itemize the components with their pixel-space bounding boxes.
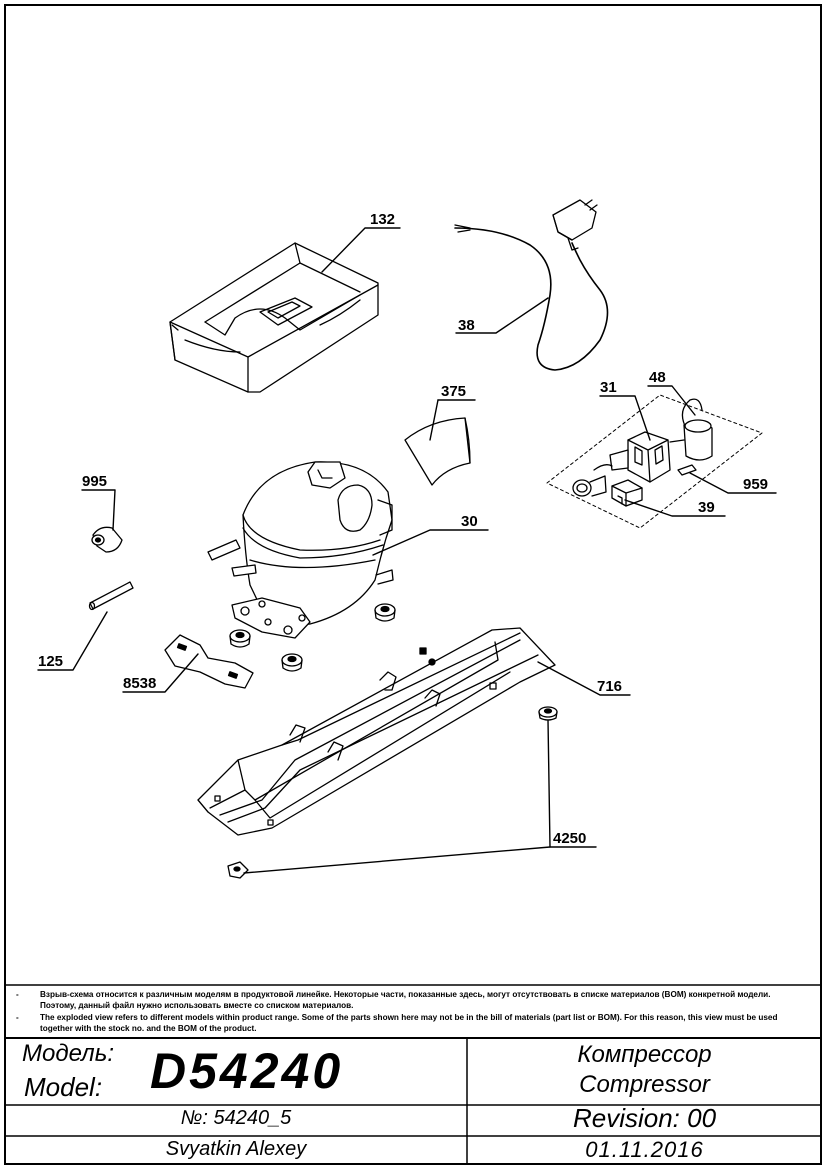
title-en: Compressor [579,1071,710,1098]
title-block-frame [5,984,821,1164]
part-labels: 132 38 375 31 48 959 39 995 30 125 8538 … [38,211,768,847]
label-38: 38 [458,317,475,334]
part-38-power-cord [454,199,609,371]
note-en-text: The exploded view refers to different mo… [40,1013,778,1033]
author: Svyatkin Alexey [165,1138,307,1160]
part-125-rod [88,581,134,611]
label-959: 959 [743,476,768,493]
part-protector [572,475,607,497]
label-48: 48 [649,369,666,386]
note-en-dash: - [16,1013,19,1022]
model-label-en: Model: [24,1072,103,1102]
label-132: 132 [370,211,395,228]
label-125: 125 [38,653,63,670]
relay-group-outline [546,394,763,529]
note-ru-text: Взрыв-схема относится к различным моделя… [40,990,771,1010]
note-ru-dash: - [16,990,19,999]
part-48-capacitor [669,398,713,461]
part-375-insulation [404,417,471,486]
model-number: D54240 [150,1043,344,1099]
revision: Revision: 00 [572,1103,717,1133]
part-995-sleeve [91,526,123,553]
part-132-tray [169,242,379,393]
part-grommets [227,603,558,879]
leader-lines [37,227,777,874]
note-ru: - Взрыв-схема относится к различным моде… [6,990,806,1012]
label-4250: 4250 [553,830,586,847]
title-ru: Компрессор [577,1041,712,1068]
model-label-ru: Модель: [22,1040,114,1067]
part-39-connector [611,479,643,507]
label-716: 716 [597,678,622,695]
part-8538-bracket [164,634,254,689]
label-30: 30 [461,513,478,530]
part-30-compressor [207,461,394,639]
label-31: 31 [600,379,617,396]
stock-number: №: 54240_5 [180,1107,292,1129]
label-8538: 8538 [123,675,156,692]
label-375: 375 [441,383,466,400]
part-959-clip [677,464,697,476]
date: 01.11.2016 [585,1137,704,1162]
part-31-relay [593,431,671,483]
drawing-frame [4,4,822,1165]
label-995: 995 [82,473,107,490]
part-716-base-rails [197,627,556,836]
label-39: 39 [698,499,715,516]
note-en: - The exploded view refers to different … [6,1013,806,1035]
